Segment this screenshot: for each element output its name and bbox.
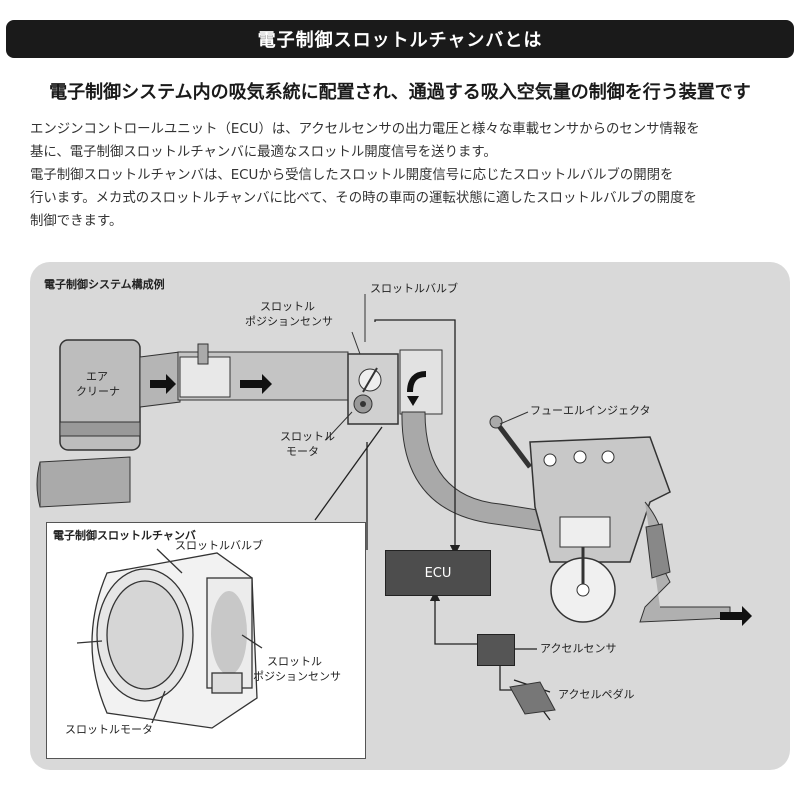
accel-pedal-label: アクセルペダル <box>558 688 635 701</box>
accel-sensor-box <box>477 634 515 666</box>
description: エンジンコントロールユニット（ECU）は、アクセルセンサの出力電圧と様々な車載セ… <box>30 118 780 233</box>
motor-label-line1: スロットル <box>280 430 335 443</box>
throttle-valve-label: スロットルバルブ <box>370 282 458 295</box>
tps-label-line2: ポジションセンサ <box>245 315 333 328</box>
ecu-box: ECU <box>385 550 491 596</box>
diagram-illustration <box>36 294 752 721</box>
intake-duct <box>139 343 349 408</box>
air-cleaner-label-line1: エア <box>86 370 108 383</box>
description-line: エンジンコントロールユニット（ECU）は、アクセルセンサの出力電圧と様々な車載セ… <box>30 122 700 137</box>
inset-title: 電子制御スロットルチャンバ <box>53 529 196 542</box>
system-diagram-title: 電子制御システム構成例 <box>44 278 165 291</box>
accel-sensor-label: アクセルセンサ <box>540 642 617 655</box>
description-line: 電子制御スロットルチャンバは、ECUから受信したスロットル開度信号に応じたスロッ… <box>30 168 674 183</box>
description-line: 基に、電子制御スロットルチャンバに最適なスロットル開度信号を送ります。 <box>30 145 497 160</box>
description-line: 行います。メカ式のスロットルチャンバに比べて、その時の車両の運転状態に適したスロ… <box>30 191 697 206</box>
inset-tps-label-line1: スロットル <box>267 655 322 668</box>
air-cleaner-illustration <box>36 339 141 508</box>
intake-manifold <box>401 371 551 533</box>
throttle-body <box>347 349 443 425</box>
inset-motor-label: スロットルモータ <box>65 723 153 736</box>
fuel-injector-label: フューエルインジェクタ <box>530 404 651 417</box>
description-line: 制御できます。 <box>30 214 123 229</box>
tps-label-line1: スロットル <box>260 300 315 313</box>
headline: 電子制御システム内の吸気系統に配置され、通過する吸入空気量の制御を行う装置です <box>49 82 751 103</box>
throttle-chamber-inset: 電子制御スロットルチャンバ スロットルバルブ スロットル ポジションセンサ スロ… <box>46 522 366 759</box>
ecu-label: ECU <box>424 565 452 581</box>
throttle-chamber-illustration <box>76 548 263 729</box>
inset-tps-label-line2: ポジションセンサ <box>253 670 341 683</box>
label-leaders <box>325 294 529 441</box>
engine-illustration <box>489 415 752 626</box>
title-bar: 電子制御スロットルチャンバとは <box>6 20 794 58</box>
accelerator-pedal-illustration <box>509 681 556 715</box>
air-cleaner-label-line2: クリーナ <box>76 385 120 398</box>
inset-throttle-valve-label: スロットルバルブ <box>175 539 263 552</box>
page-title: 電子制御スロットルチャンバとは <box>257 30 543 51</box>
motor-label-line2: モータ <box>286 445 319 458</box>
system-diagram: 電子制御システム構成例 スロットルバルブ スロットル ポジションセンサ エア ク… <box>30 262 790 770</box>
